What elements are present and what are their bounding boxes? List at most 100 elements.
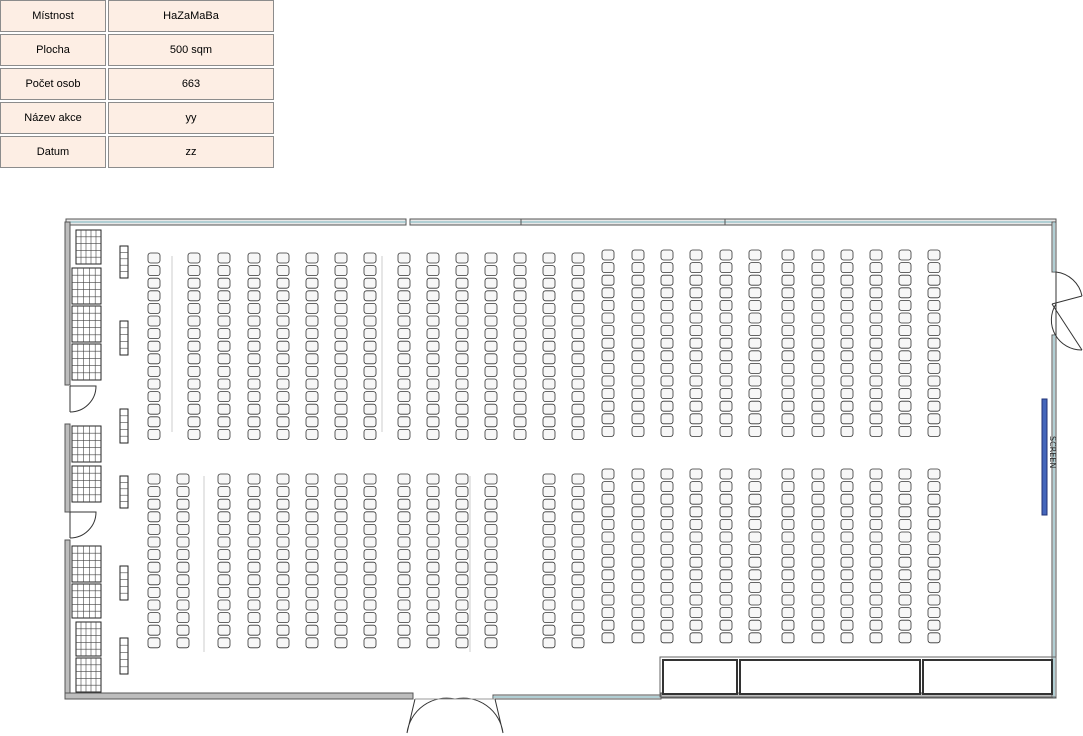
- chair: [397, 365, 411, 377]
- chair: [305, 252, 319, 264]
- chair: [217, 416, 231, 428]
- chair: [334, 486, 348, 498]
- chair: [363, 498, 377, 510]
- chair: [781, 350, 795, 362]
- chair: [719, 262, 733, 274]
- chair: [781, 262, 795, 274]
- chair: [840, 506, 854, 518]
- chair: [276, 428, 290, 440]
- chair: [660, 594, 674, 606]
- chair: [484, 302, 498, 314]
- chair: [719, 287, 733, 299]
- chair: [484, 498, 498, 510]
- chair: [781, 619, 795, 631]
- chair: [748, 582, 762, 593]
- chair: [455, 391, 469, 403]
- storage-cabinets: [659, 656, 1057, 698]
- chair: [176, 637, 190, 649]
- chair: [927, 468, 941, 480]
- chair: [276, 549, 290, 560]
- chair: [455, 637, 469, 649]
- chair: [811, 362, 825, 374]
- chair: [869, 481, 883, 493]
- chair: [513, 277, 527, 289]
- chair: [247, 574, 261, 586]
- chair: [869, 632, 883, 644]
- chair: [484, 252, 498, 264]
- chair-stack: [119, 475, 129, 509]
- chair: [811, 400, 825, 412]
- table-cluster: [71, 343, 102, 381]
- chair: [247, 524, 261, 535]
- chair: [247, 561, 261, 573]
- chair: [927, 569, 941, 581]
- chair: [363, 302, 377, 314]
- chair: [542, 252, 556, 264]
- chair: [334, 328, 348, 340]
- chair: [334, 549, 348, 560]
- chair: [276, 624, 290, 636]
- chair: [176, 561, 190, 573]
- chair: [426, 365, 440, 377]
- chair: [601, 262, 615, 274]
- chair: [781, 607, 795, 618]
- chair: [748, 632, 762, 644]
- chair: [187, 403, 201, 415]
- chair: [660, 607, 674, 618]
- chair: [689, 544, 703, 555]
- chair: [689, 493, 703, 505]
- chair: [147, 315, 161, 327]
- chair: [276, 340, 290, 352]
- chair: [811, 312, 825, 324]
- chair: [927, 249, 941, 261]
- chair: [601, 425, 615, 437]
- chair: [276, 403, 290, 415]
- chair: [898, 531, 912, 543]
- chair: [811, 594, 825, 606]
- chair: [247, 277, 261, 289]
- chair: [719, 249, 733, 261]
- chair: [840, 594, 854, 606]
- chair: [927, 519, 941, 530]
- chair: [869, 544, 883, 555]
- chair: [811, 569, 825, 581]
- chair: [719, 325, 733, 337]
- chair: [455, 315, 469, 327]
- chair: [455, 524, 469, 535]
- chair: [276, 315, 290, 327]
- chair: [426, 277, 440, 289]
- chair: [513, 265, 527, 277]
- chair: [513, 353, 527, 365]
- chair: [689, 299, 703, 311]
- chair: [176, 549, 190, 560]
- chair: [811, 299, 825, 311]
- chair: [542, 599, 556, 611]
- chair: [660, 337, 674, 349]
- chair: [147, 612, 161, 623]
- chair: [217, 624, 231, 636]
- chair: [305, 473, 319, 485]
- chair: [542, 353, 556, 365]
- chair: [276, 473, 290, 485]
- chair: [305, 574, 319, 586]
- chair: [781, 249, 795, 261]
- chair: [217, 340, 231, 352]
- chair: [631, 262, 645, 274]
- chair: [513, 391, 527, 403]
- chair: [276, 252, 290, 264]
- chair: [147, 403, 161, 415]
- table-cluster: [71, 267, 102, 305]
- chair: [601, 569, 615, 581]
- chair: [176, 473, 190, 485]
- chair: [217, 378, 231, 390]
- chair: [363, 340, 377, 352]
- chair: [334, 511, 348, 523]
- chair: [455, 416, 469, 428]
- chair: [426, 574, 440, 586]
- chair: [660, 493, 674, 505]
- chair: [484, 277, 498, 289]
- chair: [840, 632, 854, 644]
- chair: [660, 375, 674, 387]
- chair: [748, 312, 762, 324]
- chair: [397, 536, 411, 548]
